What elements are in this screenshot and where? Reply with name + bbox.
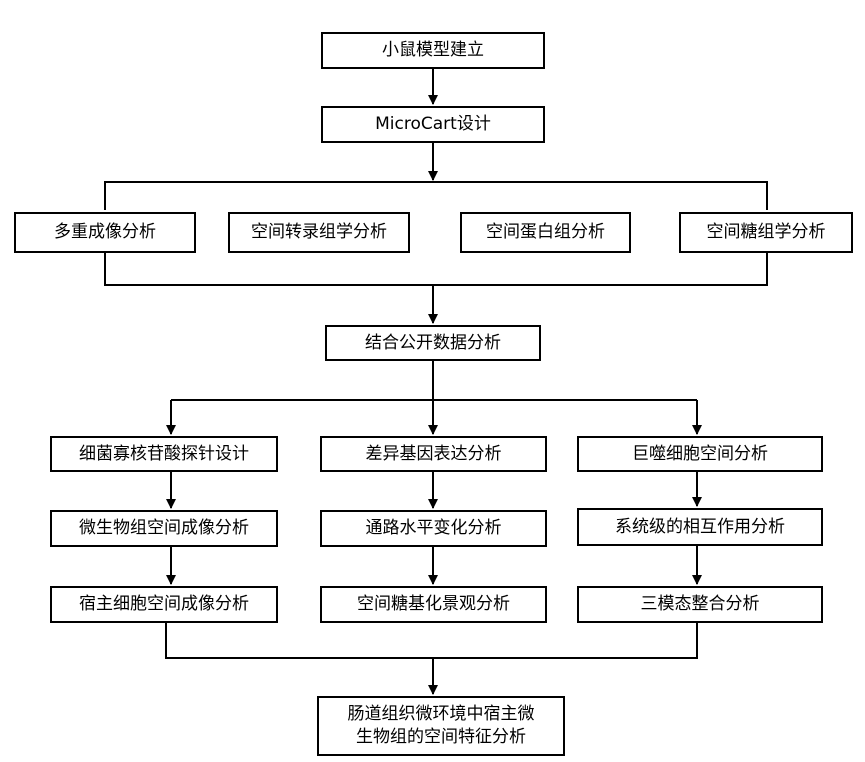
node-trimodal-integration: 三模态整合分析 xyxy=(577,586,823,623)
node-spatial-proteomics: 空间蛋白组分析 xyxy=(460,212,631,253)
node-system-interaction: 系统级的相互作用分析 xyxy=(577,508,823,546)
node-public-data: 结合公开数据分析 xyxy=(325,325,541,361)
final-line-2: 生物组的空间特征分析 xyxy=(356,727,526,747)
top-bracket xyxy=(104,181,768,210)
node-mouse-model: 小鼠模型建立 xyxy=(321,32,545,69)
node-pathway-change: 通路水平变化分析 xyxy=(320,510,547,547)
node-microcart: MicroCart设计 xyxy=(321,106,545,143)
node-spatial-transcriptomics: 空间转录组学分析 xyxy=(228,212,410,253)
merge-bracket xyxy=(165,622,698,659)
bottom-bracket xyxy=(104,252,768,286)
node-glycan-landscape: 空间糖基化景观分析 xyxy=(320,586,547,623)
node-spatial-glycomics: 空间糖组学分析 xyxy=(679,212,853,253)
node-microbiome-imaging: 微生物组空间成像分析 xyxy=(50,510,278,547)
node-final-result: 肠道组织微环境中宿主微 生物组的空间特征分析 xyxy=(317,696,565,756)
node-differential-genes: 差异基因表达分析 xyxy=(320,436,547,472)
node-multiplex-imaging: 多重成像分析 xyxy=(14,212,196,253)
node-host-cell-imaging: 宿主细胞空间成像分析 xyxy=(50,586,278,623)
node-probe-design: 细菌寡核苷酸探针设计 xyxy=(50,436,278,472)
final-line-1: 肠道组织微环境中宿主微 xyxy=(347,704,535,725)
node-macrophage-spatial: 巨噬细胞空间分析 xyxy=(577,436,823,472)
